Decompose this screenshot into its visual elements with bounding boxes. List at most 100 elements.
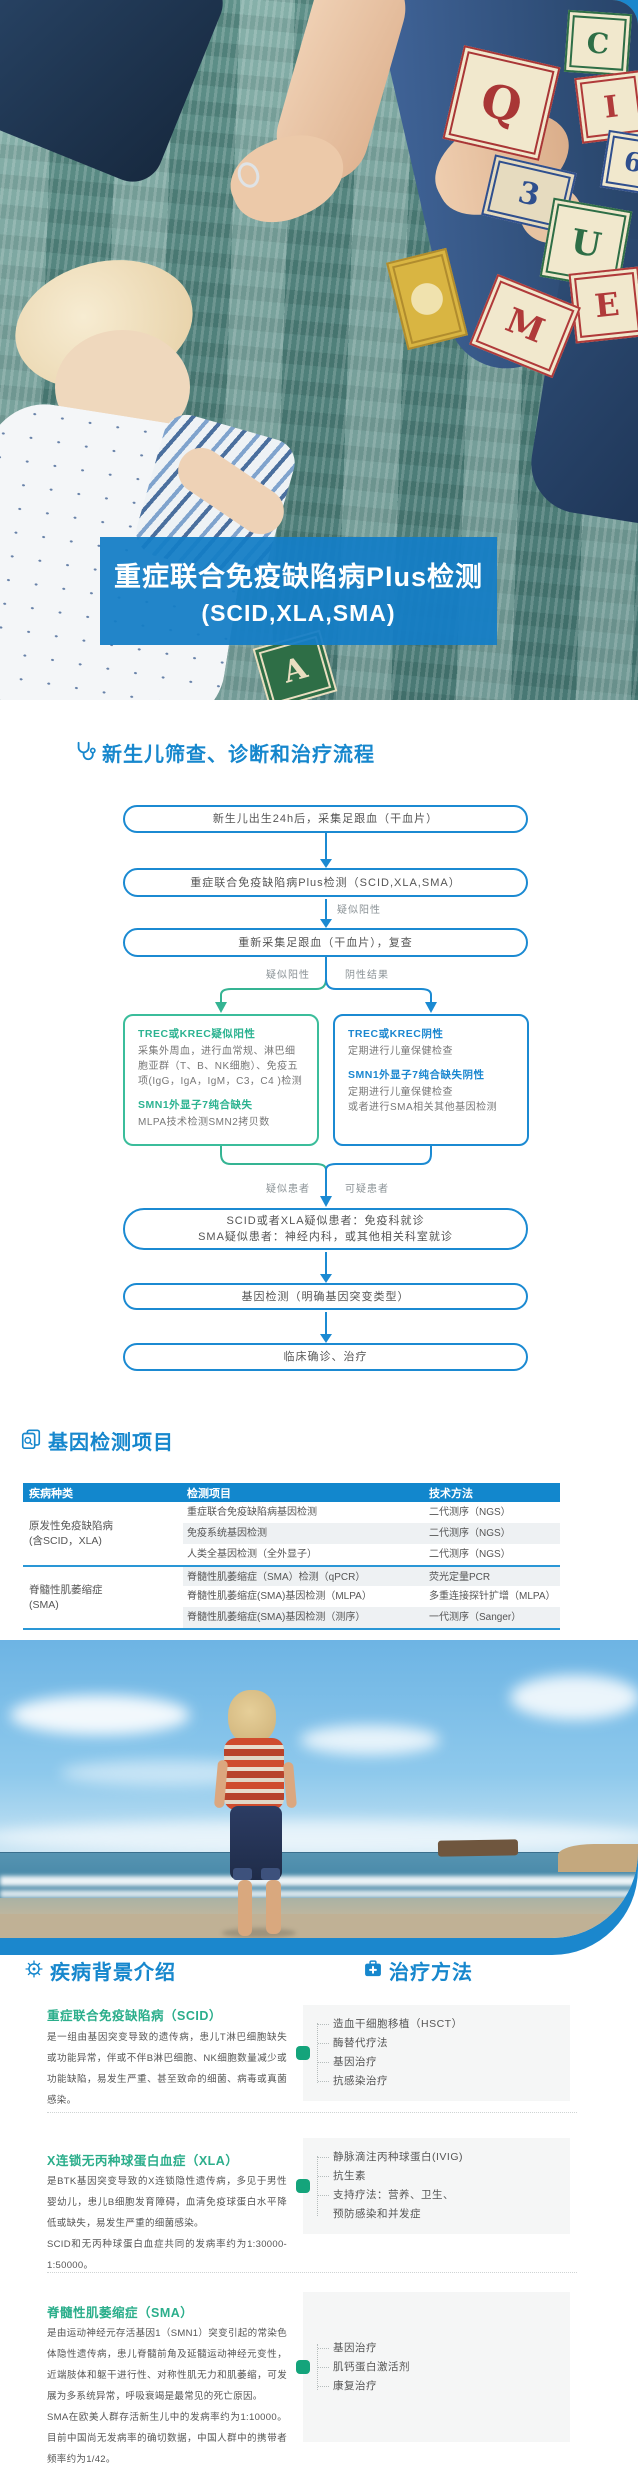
background-section-title: 疾病背景介绍 <box>50 1962 176 1984</box>
table-header-row: 疾病种类 检测项目 技术方法 <box>23 1483 560 1502</box>
treatment-item: 抗感染治疗 <box>318 2072 560 2091</box>
screening-flow-section: 新生儿筛查、诊断和治疗流程 新生儿出生24h后，采集足跟血（干血片） 重症联合免… <box>0 700 638 1405</box>
gene-test-section: 基因检测项目 疾病种类 检测项目 技术方法 原发性免疫缺陷病 (含SCID，XL… <box>0 1405 638 1640</box>
col-disease-type: 疾病种类 <box>29 1487 73 1500</box>
treatment-item: 抗生素 <box>318 2167 560 2186</box>
child-hair <box>228 1690 276 1744</box>
label-suspect-positive-2: 疑似阳性 <box>266 970 310 981</box>
treatment-item: 康复治疗 <box>318 2377 560 2396</box>
treatment-item: 基因治疗 <box>318 2053 560 2072</box>
table-cell: 免疫系统基因检测 <box>183 1523 425 1544</box>
block-letter-e: E <box>592 284 622 326</box>
pants-cuff <box>233 1868 252 1880</box>
hero-photo: Q 3 C I 6 U E M A 重症联合免疫缺陷病Plus检测 (SCID,… <box>0 0 638 700</box>
sma-text-main: 是由运动神经元存活基因1（SMN1）突变引起的常染色体隐性遗传病，患儿脊髓前角及… <box>47 2328 287 2402</box>
category-sma: 脊髓性肌萎缩症 (SMA) <box>23 1565 183 1628</box>
dotted-connector <box>317 2344 318 2390</box>
wet-sand <box>0 1898 638 1918</box>
merge-connector <box>220 1146 432 1207</box>
label-possible-patient: 可疑患者 <box>345 1184 389 1195</box>
sma-text-rate: SMA在欧美人群存活新生儿中的发病率约为1:10000。目前中国尚无发病率的确切… <box>47 2412 287 2465</box>
xla-text: 是BTK基因突变导致的X连锁隐性遗传病，多见于男性婴幼儿，患儿B细胞发育障碍，血… <box>47 2171 287 2276</box>
child-arm-right <box>283 1761 297 1809</box>
smn1-deletion-body: MLPA技术检测SMN2拷贝数 <box>138 1117 270 1128</box>
table-cell: 二代测序（NGS） <box>429 1507 511 1518</box>
treatment-item: 造血干细胞移植（HSCT） <box>318 2015 560 2034</box>
trec-krec-negative-body: 定期进行儿童保健检查 <box>348 1046 453 1057</box>
block-letter-i: I <box>601 88 621 126</box>
surf-foam <box>0 1876 638 1886</box>
table-cell: 脊髓性肌萎缩症(SMA)基因检测（MLPA） <box>187 1591 372 1602</box>
dotted-connector <box>317 2156 318 2216</box>
dotted-divider <box>47 2112 577 2113</box>
stethoscope-icon <box>77 741 96 761</box>
arrow-down-4 <box>320 1312 332 1343</box>
category-pid: 原发性免疫缺陷病 (含SCID，XLA) <box>29 1519 113 1547</box>
arrow-down-3 <box>320 1252 332 1283</box>
adult-jeans-leg <box>0 0 232 191</box>
dotted-divider <box>47 2272 577 2273</box>
child-shadow <box>222 1928 296 1938</box>
beach-photo-frame <box>0 1640 638 1955</box>
child-pants <box>230 1806 282 1880</box>
cloud-bank <box>0 1820 638 1854</box>
sand-dune <box>558 1844 638 1872</box>
green-bullet <box>296 2046 310 2060</box>
xla-text-main: 是BTK基因突变导致的X连锁隐性遗传病，多见于男性婴幼儿，患儿B细胞发育障碍，血… <box>47 2176 287 2229</box>
bottom-section: 疾病背景介绍 治疗方法 重症联合免疫缺陷病（SCID） 是一组由基因突变导致的遗… <box>0 1955 638 2482</box>
beach-photo <box>0 1640 638 1938</box>
table-cell: 多重连接探针扩增（MLPA） <box>429 1591 556 1602</box>
block-digit-3: 3 <box>514 174 544 214</box>
table-cell: 脊髓性肌萎缩症(SMA)基因检测（测序） <box>183 1607 425 1628</box>
table-body: 原发性免疫缺陷病 (含SCID，XLA) 重症联合免疫缺陷病基因检测 二代测序（… <box>23 1502 560 1628</box>
dotted-connector <box>317 2023 318 2083</box>
sma-treatment-block: 基因治疗 肌钙蛋白激活剂 康复治疗 <box>296 2292 570 2442</box>
child-leg-left <box>238 1880 252 1936</box>
treatment-section-title: 治疗方法 <box>389 1962 473 1984</box>
trec-krec-positive-title: TREC或KREC疑似阳性 <box>138 1028 256 1040</box>
table-section-title: 基因检测项目 <box>48 1432 174 1454</box>
dry-sand <box>0 1914 638 1938</box>
arrow-down-1 <box>320 833 332 868</box>
table-cell: 一代测序（Sanger） <box>425 1607 560 1628</box>
cloud <box>510 1675 638 1720</box>
document-search-icon <box>21 1429 41 1449</box>
block-letter-a: A <box>278 649 312 691</box>
flow-section-title: 新生儿筛查、诊断和治疗流程 <box>102 744 375 766</box>
trec-krec-negative-title: TREC或KREC阴性 <box>348 1028 444 1040</box>
gene-test-table: 疾病种类 检测项目 技术方法 原发性免疫缺陷病 (含SCID，XLA) 重症联合… <box>23 1483 560 1630</box>
negative-box: TREC或KREC阴性 定期进行儿童保健检查 SMN1外显子7纯合缺失阴性 定期… <box>333 1014 529 1146</box>
xla-treatment-block: 静脉滴注丙种球蛋白(IVIG) 抗生素 支持疗法：营养、卫生、 预防感染和并发症 <box>296 2138 570 2234</box>
branch-connector <box>215 957 437 1013</box>
pants-cuff <box>261 1868 280 1880</box>
cloud <box>10 1695 190 1735</box>
title-banner: 重症联合免疫缺陷病Plus检测 (SCID,XLA,SMA) <box>100 537 497 645</box>
block-letter-u: U <box>567 221 605 267</box>
cloud <box>300 1725 440 1755</box>
col-tech-method: 技术方法 <box>429 1487 473 1500</box>
flow-step-diagnosis: 临床确诊、治疗 <box>123 1343 528 1371</box>
wooden-block-e: E <box>568 266 638 344</box>
treatment-item: 支持疗法：营养、卫生、 预防感染和并发症 <box>318 2186 560 2224</box>
scid-text: 是一组由基因突变导致的遗传病，患儿T淋巴细胞缺失或功能异常，伴或不伴B淋巴细胞、… <box>47 2032 287 2106</box>
child-leg-right <box>266 1880 281 1934</box>
label-negative-result: 阴性结果 <box>345 970 389 981</box>
scid-treatment-block: 造血干细胞移植（HSCT） 酶替代疗法 基因治疗 抗感染治疗 <box>296 2005 570 2101</box>
treatment-item: 基因治疗 <box>318 2339 560 2358</box>
wooden-block-c: C <box>563 9 633 77</box>
child-shirt <box>224 1738 284 1810</box>
trec-krec-positive-body: 采集外周血，进行血常规、淋巴细胞亚群（T、B、NK细胞）、免疫五项(IgG，Ig… <box>138 1046 303 1087</box>
block-digit-6: 6 <box>621 146 638 180</box>
label-suspected-patient: 疑似患者 <box>266 1184 310 1195</box>
treatment-item: 酶替代疗法 <box>318 2034 560 2053</box>
rock-outcrop <box>437 1839 519 1857</box>
flow-step-recollect: 重新采集足跟血（干血片），复查 <box>123 928 528 957</box>
first-aid-kit-icon <box>365 1960 381 1977</box>
arrow-down-2 <box>320 899 332 928</box>
surf-foam <box>0 1890 638 1898</box>
flow-step-gene-test: 基因检测（明确基因突变类型） <box>123 1283 528 1310</box>
block-letter-c: C <box>585 25 611 61</box>
block-letter-q: Q <box>475 72 528 134</box>
sma-text: 是由运动神经元存活基因1（SMN1）突变引起的常染色体隐性遗传病，患儿脊髓前角及… <box>47 2323 287 2470</box>
